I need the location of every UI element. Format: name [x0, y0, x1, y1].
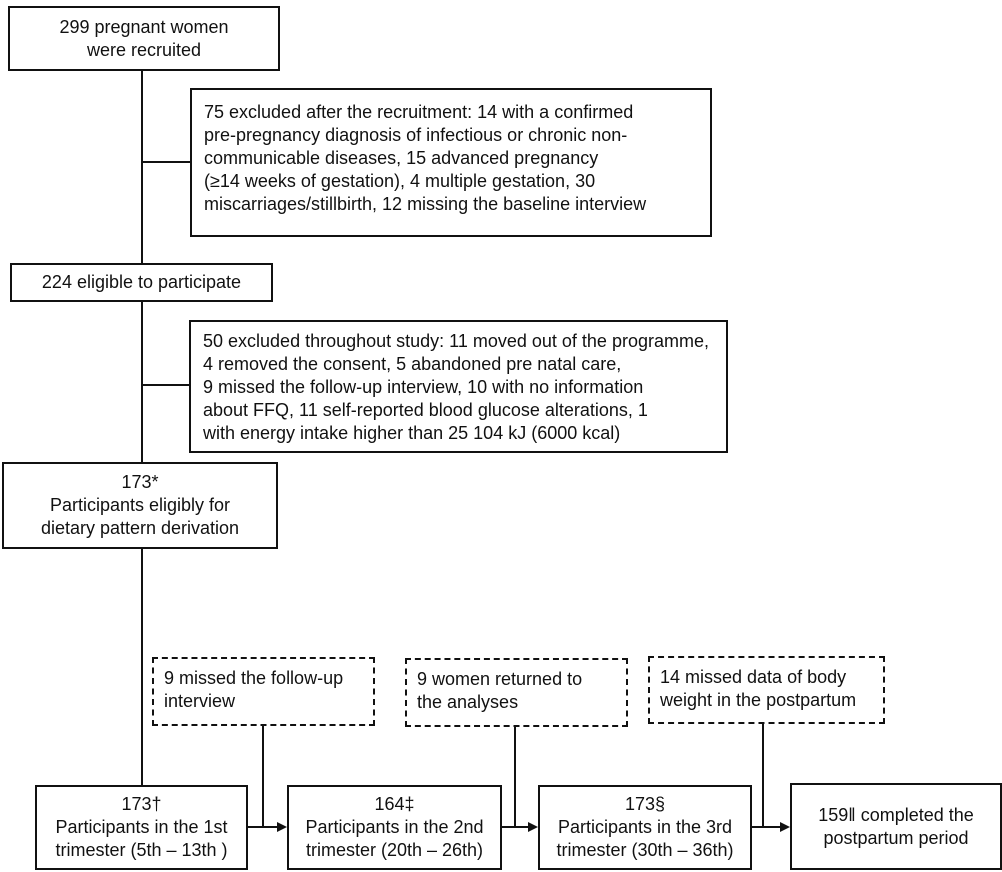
flow-branch-excluded-study — [143, 384, 190, 386]
flow-arrow-line-t2-t3 — [502, 826, 529, 828]
flow-arrow-line-t1-t2 — [248, 826, 278, 828]
box-trimester-1: 173† Participants in the 1st trimester (… — [35, 785, 248, 870]
box-eligible: 224 eligible to participate — [10, 263, 273, 302]
box-excluded-throughout-study: 50 excluded throughout study: 11 moved o… — [189, 320, 728, 453]
flow-line-recruited-to-eligible — [141, 70, 143, 264]
box-dietary-pattern-derivation: 173* Participants eligibly for dietary p… — [2, 462, 278, 549]
arrowhead-icon — [528, 822, 538, 832]
box-trimester-3: 173§ Participants in the 3rd trimester (… — [538, 785, 752, 870]
box-excluded-after-recruitment: 75 excluded after the recruitment: 14 wi… — [190, 88, 712, 237]
flow-drop-missed-weight — [762, 723, 764, 828]
flow-drop-missed-followup — [262, 725, 264, 828]
box-postpartum-completed: 159‖ completed the postpartum period — [790, 783, 1002, 870]
flow-drop-women-returned — [514, 726, 516, 828]
box-recruited: 299 pregnant women were recruited — [8, 6, 280, 71]
box-women-returned: 9 women returned to the analyses — [405, 658, 628, 727]
box-missed-body-weight: 14 missed data of body weight in the pos… — [648, 656, 885, 724]
box-missed-followup-interview: 9 missed the follow-up interview — [152, 657, 375, 726]
flow-line-eligible-to-derivation — [141, 301, 143, 463]
arrowhead-icon — [780, 822, 790, 832]
flow-line-derivation-to-trimester1 — [141, 548, 143, 786]
flow-branch-excluded-recruitment — [143, 161, 191, 163]
flow-arrow-line-t3-postpartum — [752, 826, 781, 828]
arrowhead-icon — [277, 822, 287, 832]
box-trimester-2: 164‡ Participants in the 2nd trimester (… — [287, 785, 502, 870]
